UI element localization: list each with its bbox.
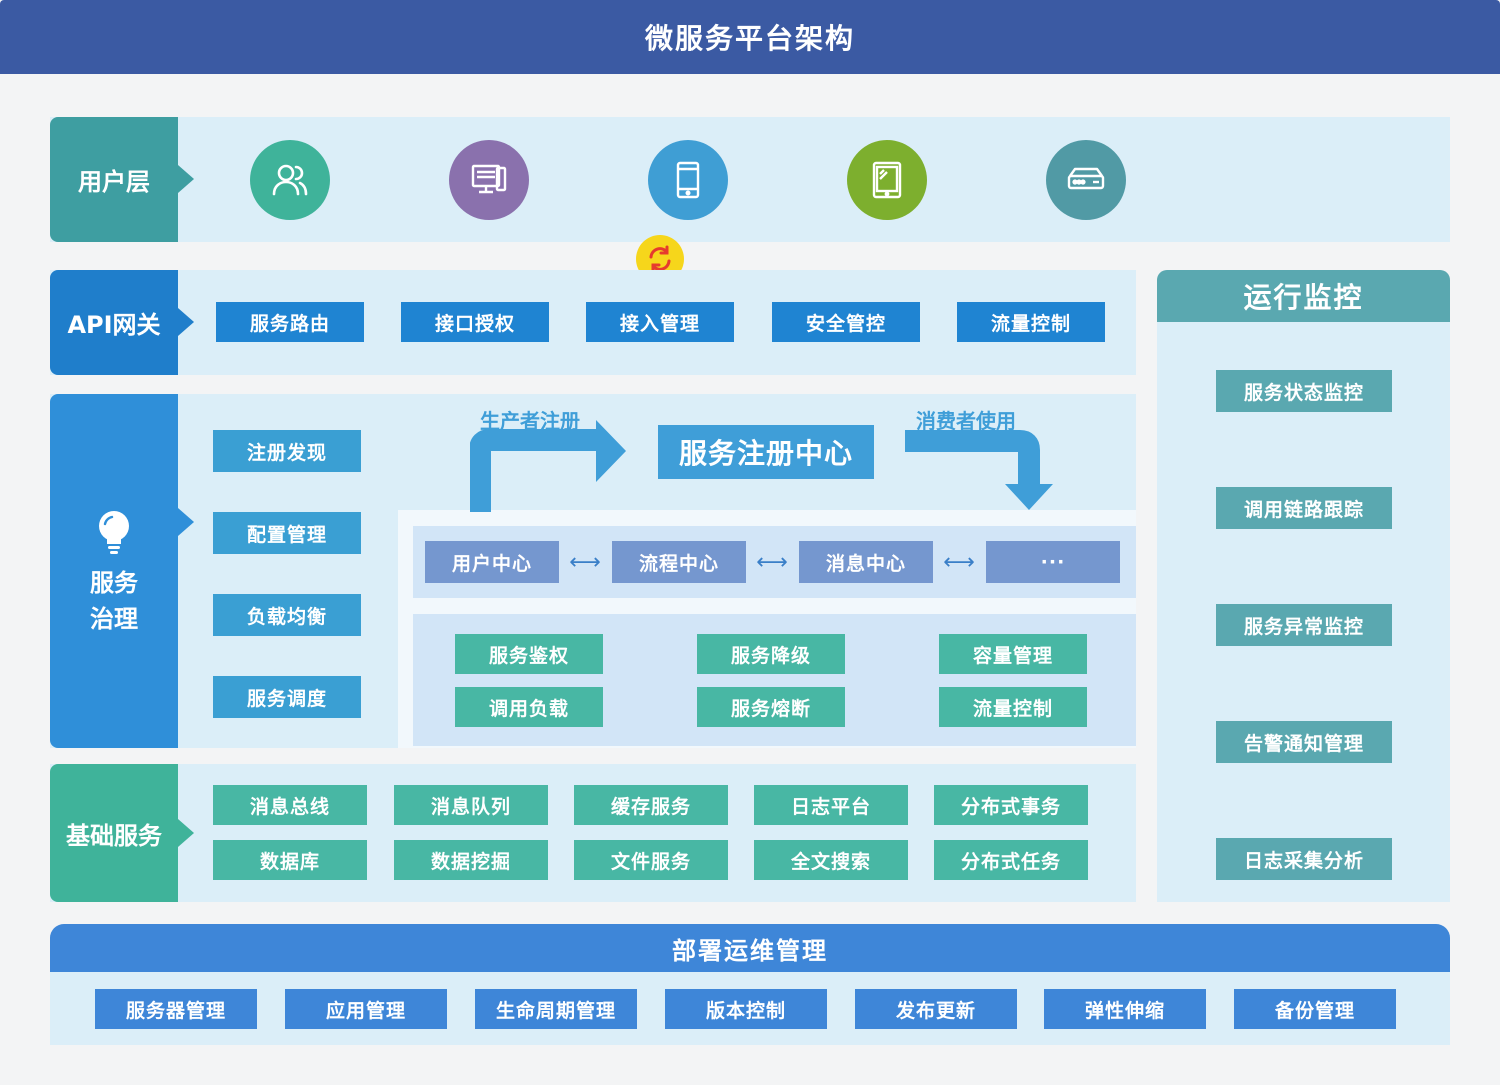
- tablet-icon: [847, 140, 927, 220]
- api-item-routing: 服务路由: [216, 302, 364, 342]
- api-gateway-label: API网关: [50, 270, 178, 375]
- basic-item-file-service: 文件服务: [574, 840, 728, 880]
- basic-item-log-platform: 日志平台: [754, 785, 908, 825]
- node-user-center: 用户中心: [425, 541, 559, 583]
- feature-call-load: 调用负载: [455, 687, 603, 727]
- producer-label: 生产者注册: [480, 409, 580, 433]
- node-more: ···: [986, 541, 1120, 583]
- api-item-auth: 接口授权: [401, 302, 549, 342]
- governance-label-box: [50, 394, 178, 748]
- deploy-item-release: 发布更新: [855, 989, 1017, 1029]
- monitor-item-exception: 服务异常监控: [1216, 604, 1392, 646]
- basic-item-distributed-task: 分布式任务: [934, 840, 1088, 880]
- feature-degrade: 服务降级: [697, 634, 845, 674]
- node-message-center: 消息中心: [799, 541, 933, 583]
- deploy-item-server: 服务器管理: [95, 989, 257, 1029]
- monitor-item-log-analysis: 日志采集分析: [1216, 838, 1392, 880]
- deploy-item-application: 应用管理: [285, 989, 447, 1029]
- user-layer-pointer: [178, 165, 194, 193]
- consumer-arrow: [905, 430, 1053, 510]
- basic-item-fulltext-search: 全文搜索: [754, 840, 908, 880]
- basic-item-cache: 缓存服务: [574, 785, 728, 825]
- api-item-security: 安全管控: [772, 302, 920, 342]
- registry-center: 服务注册中心: [658, 425, 874, 479]
- bidirectional-arrow-icon: ⟷: [943, 549, 975, 575]
- governance-label-line1: 服务: [90, 569, 138, 597]
- user-layer-label: 用户层: [50, 117, 178, 242]
- basic-item-distributed-transaction: 分布式事务: [934, 785, 1088, 825]
- mobile-icon: [648, 140, 728, 220]
- deploy-item-version: 版本控制: [665, 989, 827, 1029]
- api-item-access: 接入管理: [586, 302, 734, 342]
- gov-item-config: 配置管理: [213, 512, 361, 554]
- gov-item-scheduling: 服务调度: [213, 676, 361, 718]
- lightbulb-icon: [90, 508, 138, 556]
- node-process-center: 流程中心: [612, 541, 746, 583]
- monitor-item-alerting: 告警通知管理: [1216, 721, 1392, 763]
- desktop-icon: [449, 140, 529, 220]
- gov-item-balancing: 负载均衡: [213, 594, 361, 636]
- router-icon: [1046, 140, 1126, 220]
- deploy-item-lifecycle: 生命周期管理: [475, 989, 637, 1029]
- feature-circuit-breaker: 服务熔断: [697, 687, 845, 727]
- users-icon: [250, 140, 330, 220]
- monitoring-panel: [1157, 270, 1450, 902]
- deploy-item-backup: 备份管理: [1234, 989, 1396, 1029]
- api-item-traffic: 流量控制: [957, 302, 1105, 342]
- monitor-item-status: 服务状态监控: [1216, 370, 1392, 412]
- basic-item-message-bus: 消息总线: [213, 785, 367, 825]
- governance-pointer: [178, 508, 194, 536]
- gov-item-discovery: 注册发现: [213, 430, 361, 472]
- basic-item-database: 数据库: [213, 840, 367, 880]
- basic-services-pointer: [178, 819, 194, 847]
- deploy-item-scaling: 弹性伸缩: [1044, 989, 1206, 1029]
- monitor-item-tracing: 调用链路跟踪: [1216, 487, 1392, 529]
- producer-arrow: [470, 420, 626, 512]
- page-title: 微服务平台架构: [0, 0, 1500, 74]
- basic-item-data-mining: 数据挖掘: [394, 840, 548, 880]
- bidirectional-arrow-icon: ⟷: [756, 549, 788, 575]
- feature-auth: 服务鉴权: [455, 634, 603, 674]
- feature-traffic: 流量控制: [939, 687, 1087, 727]
- bidirectional-arrow-icon: ⟷: [569, 549, 601, 575]
- basic-services-label: 基础服务: [50, 764, 178, 902]
- feature-capacity: 容量管理: [939, 634, 1087, 674]
- consumer-label: 消费者使用: [916, 409, 1016, 433]
- basic-item-message-queue: 消息队列: [394, 785, 548, 825]
- governance-label-line2: 治理: [90, 605, 138, 633]
- api-gateway-pointer: [178, 308, 194, 336]
- deployment-title: 部署运维管理: [50, 924, 1450, 972]
- monitoring-title: 运行监控: [1157, 270, 1450, 322]
